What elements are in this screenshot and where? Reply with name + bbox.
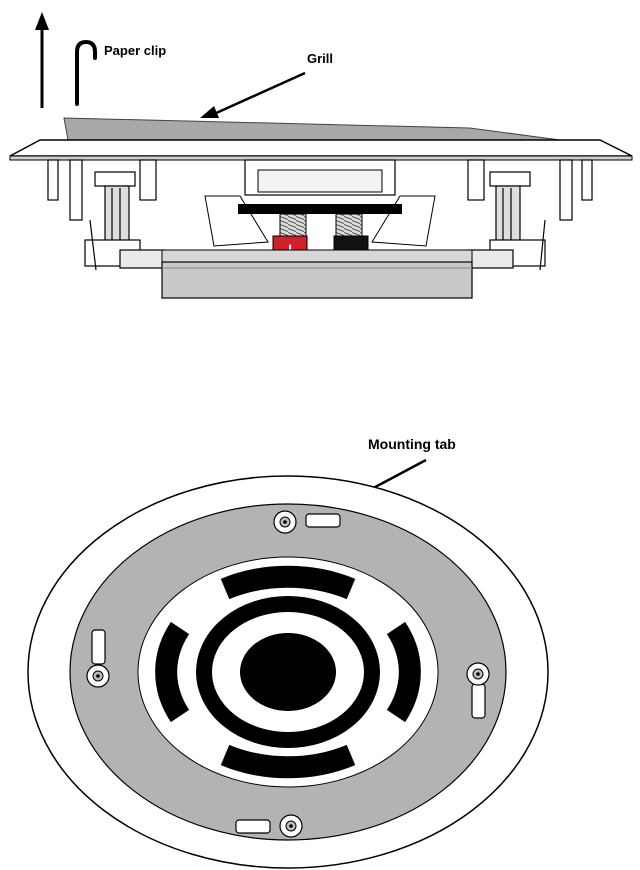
paper-clip-label: Paper clip	[104, 43, 166, 58]
mounting-tab-label: Mounting tab	[368, 436, 456, 452]
inner-ring-outer	[196, 596, 380, 748]
left-mount-assembly	[47, 159, 166, 271]
paper-clip-icon	[75, 39, 97, 106]
grill-label: Grill	[307, 51, 333, 66]
grille-slot-right	[386, 621, 421, 723]
mounting-tab-left	[86, 629, 110, 688]
frame-flange	[9, 139, 633, 157]
grille-slot-bottom	[220, 744, 356, 779]
grill	[63, 117, 561, 141]
right-mount-assembly	[467, 159, 593, 271]
side-view: Paper clip Grill	[9, 12, 633, 299]
grille-slots	[155, 565, 421, 779]
grille-slot-top	[220, 565, 356, 600]
driver-assembly	[204, 159, 436, 247]
grill-pointer-arrow	[200, 71, 306, 118]
mounting-tab-right	[466, 662, 490, 719]
speaker-housing	[161, 249, 473, 299]
mounting-tab-top	[273, 510, 341, 534]
grille-slot-left	[155, 621, 190, 723]
up-arrow-icon	[35, 12, 49, 108]
bottom-view: Mounting tab	[27, 436, 549, 869]
center-cap	[240, 633, 336, 711]
mounting-tab-bottom	[235, 814, 303, 838]
